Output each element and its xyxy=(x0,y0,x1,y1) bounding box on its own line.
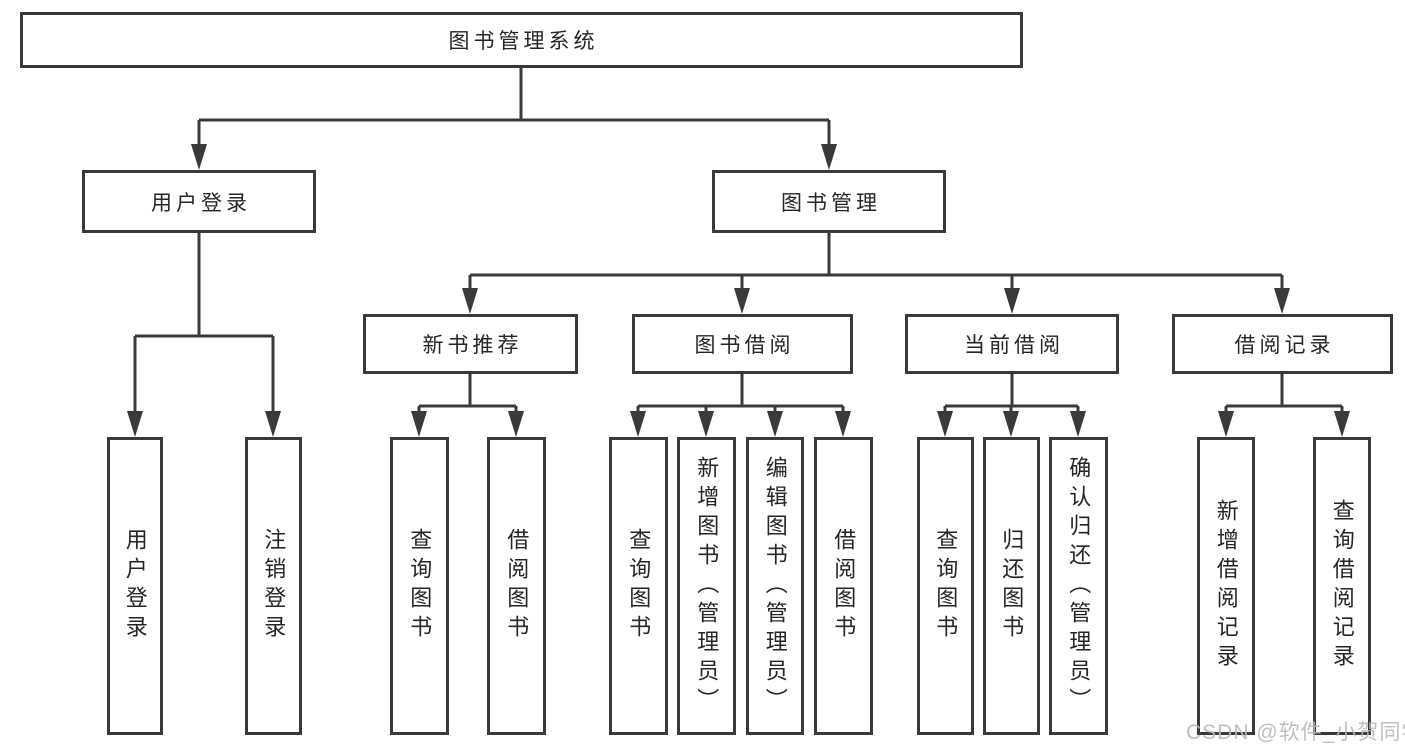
leaf-query-borrow-record: 查询借阅记录 xyxy=(1313,437,1371,735)
leaf-label: 新增借阅记录 xyxy=(1213,499,1239,673)
connector-new-book-recommend-to-leaves xyxy=(411,374,524,437)
leaf-borrow-books-recommend: 借阅图书 xyxy=(487,437,546,735)
leaf-label: 查询图书 xyxy=(407,528,433,644)
connector-root-to-level1 xyxy=(191,68,837,170)
leaf-query-books-borrowing: 查询图书 xyxy=(609,437,668,735)
connector-borrowing-records-to-leaves xyxy=(1218,374,1350,437)
node-root-system: 图书管理系统 xyxy=(20,12,1023,68)
leaf-borrow-books-borrowing: 借阅图书 xyxy=(814,437,873,735)
leaf-label: 借阅图书 xyxy=(504,528,530,644)
connector-book-borrowing-to-leaves xyxy=(630,374,851,437)
leaf-edit-books-admin: 编辑图书（管理员） xyxy=(746,437,804,735)
connector-user-login-to-leaves xyxy=(127,233,281,437)
leaf-user-login: 用户登录 xyxy=(107,437,163,735)
leaf-label: 确认归还（管理员） xyxy=(1066,455,1092,717)
watermark: CSDN @软件_小贺同学 xyxy=(1186,721,1405,744)
leaf-query-books-recommend: 查询图书 xyxy=(390,437,449,735)
leaf-label: 查询借阅记录 xyxy=(1329,499,1355,673)
leaf-label: 新增图书（管理员） xyxy=(694,455,720,717)
leaf-label: 查询图书 xyxy=(626,528,652,644)
leaf-label: 借阅图书 xyxy=(831,528,857,644)
node-new-book-recommend: 新书推荐 xyxy=(363,314,578,374)
leaf-query-books-current: 查询图书 xyxy=(917,437,974,735)
connector-book-management-to-level2 xyxy=(462,233,1290,314)
leaf-confirm-return-admin: 确认归还（管理员） xyxy=(1049,437,1108,735)
leaf-logout: 注销登录 xyxy=(245,437,302,735)
node-current-borrowing: 当前借阅 xyxy=(905,314,1119,374)
node-borrowing-records: 借阅记录 xyxy=(1172,314,1393,374)
leaf-add-books-admin: 新增图书（管理员） xyxy=(677,437,736,735)
leaf-label: 查询图书 xyxy=(933,528,959,644)
connector-current-borrowing-to-leaves xyxy=(937,374,1086,437)
leaf-label: 归还图书 xyxy=(999,528,1025,644)
leaf-label: 用户登录 xyxy=(122,528,148,644)
leaf-label: 注销登录 xyxy=(261,528,287,644)
leaf-return-books: 归还图书 xyxy=(983,437,1040,735)
leaf-add-borrow-record: 新增借阅记录 xyxy=(1197,437,1255,735)
leaf-label: 编辑图书（管理员） xyxy=(762,455,788,717)
node-book-borrowing: 图书借阅 xyxy=(632,314,853,374)
node-book-management: 图书管理 xyxy=(712,170,946,233)
node-user-login: 用户登录 xyxy=(82,170,316,233)
